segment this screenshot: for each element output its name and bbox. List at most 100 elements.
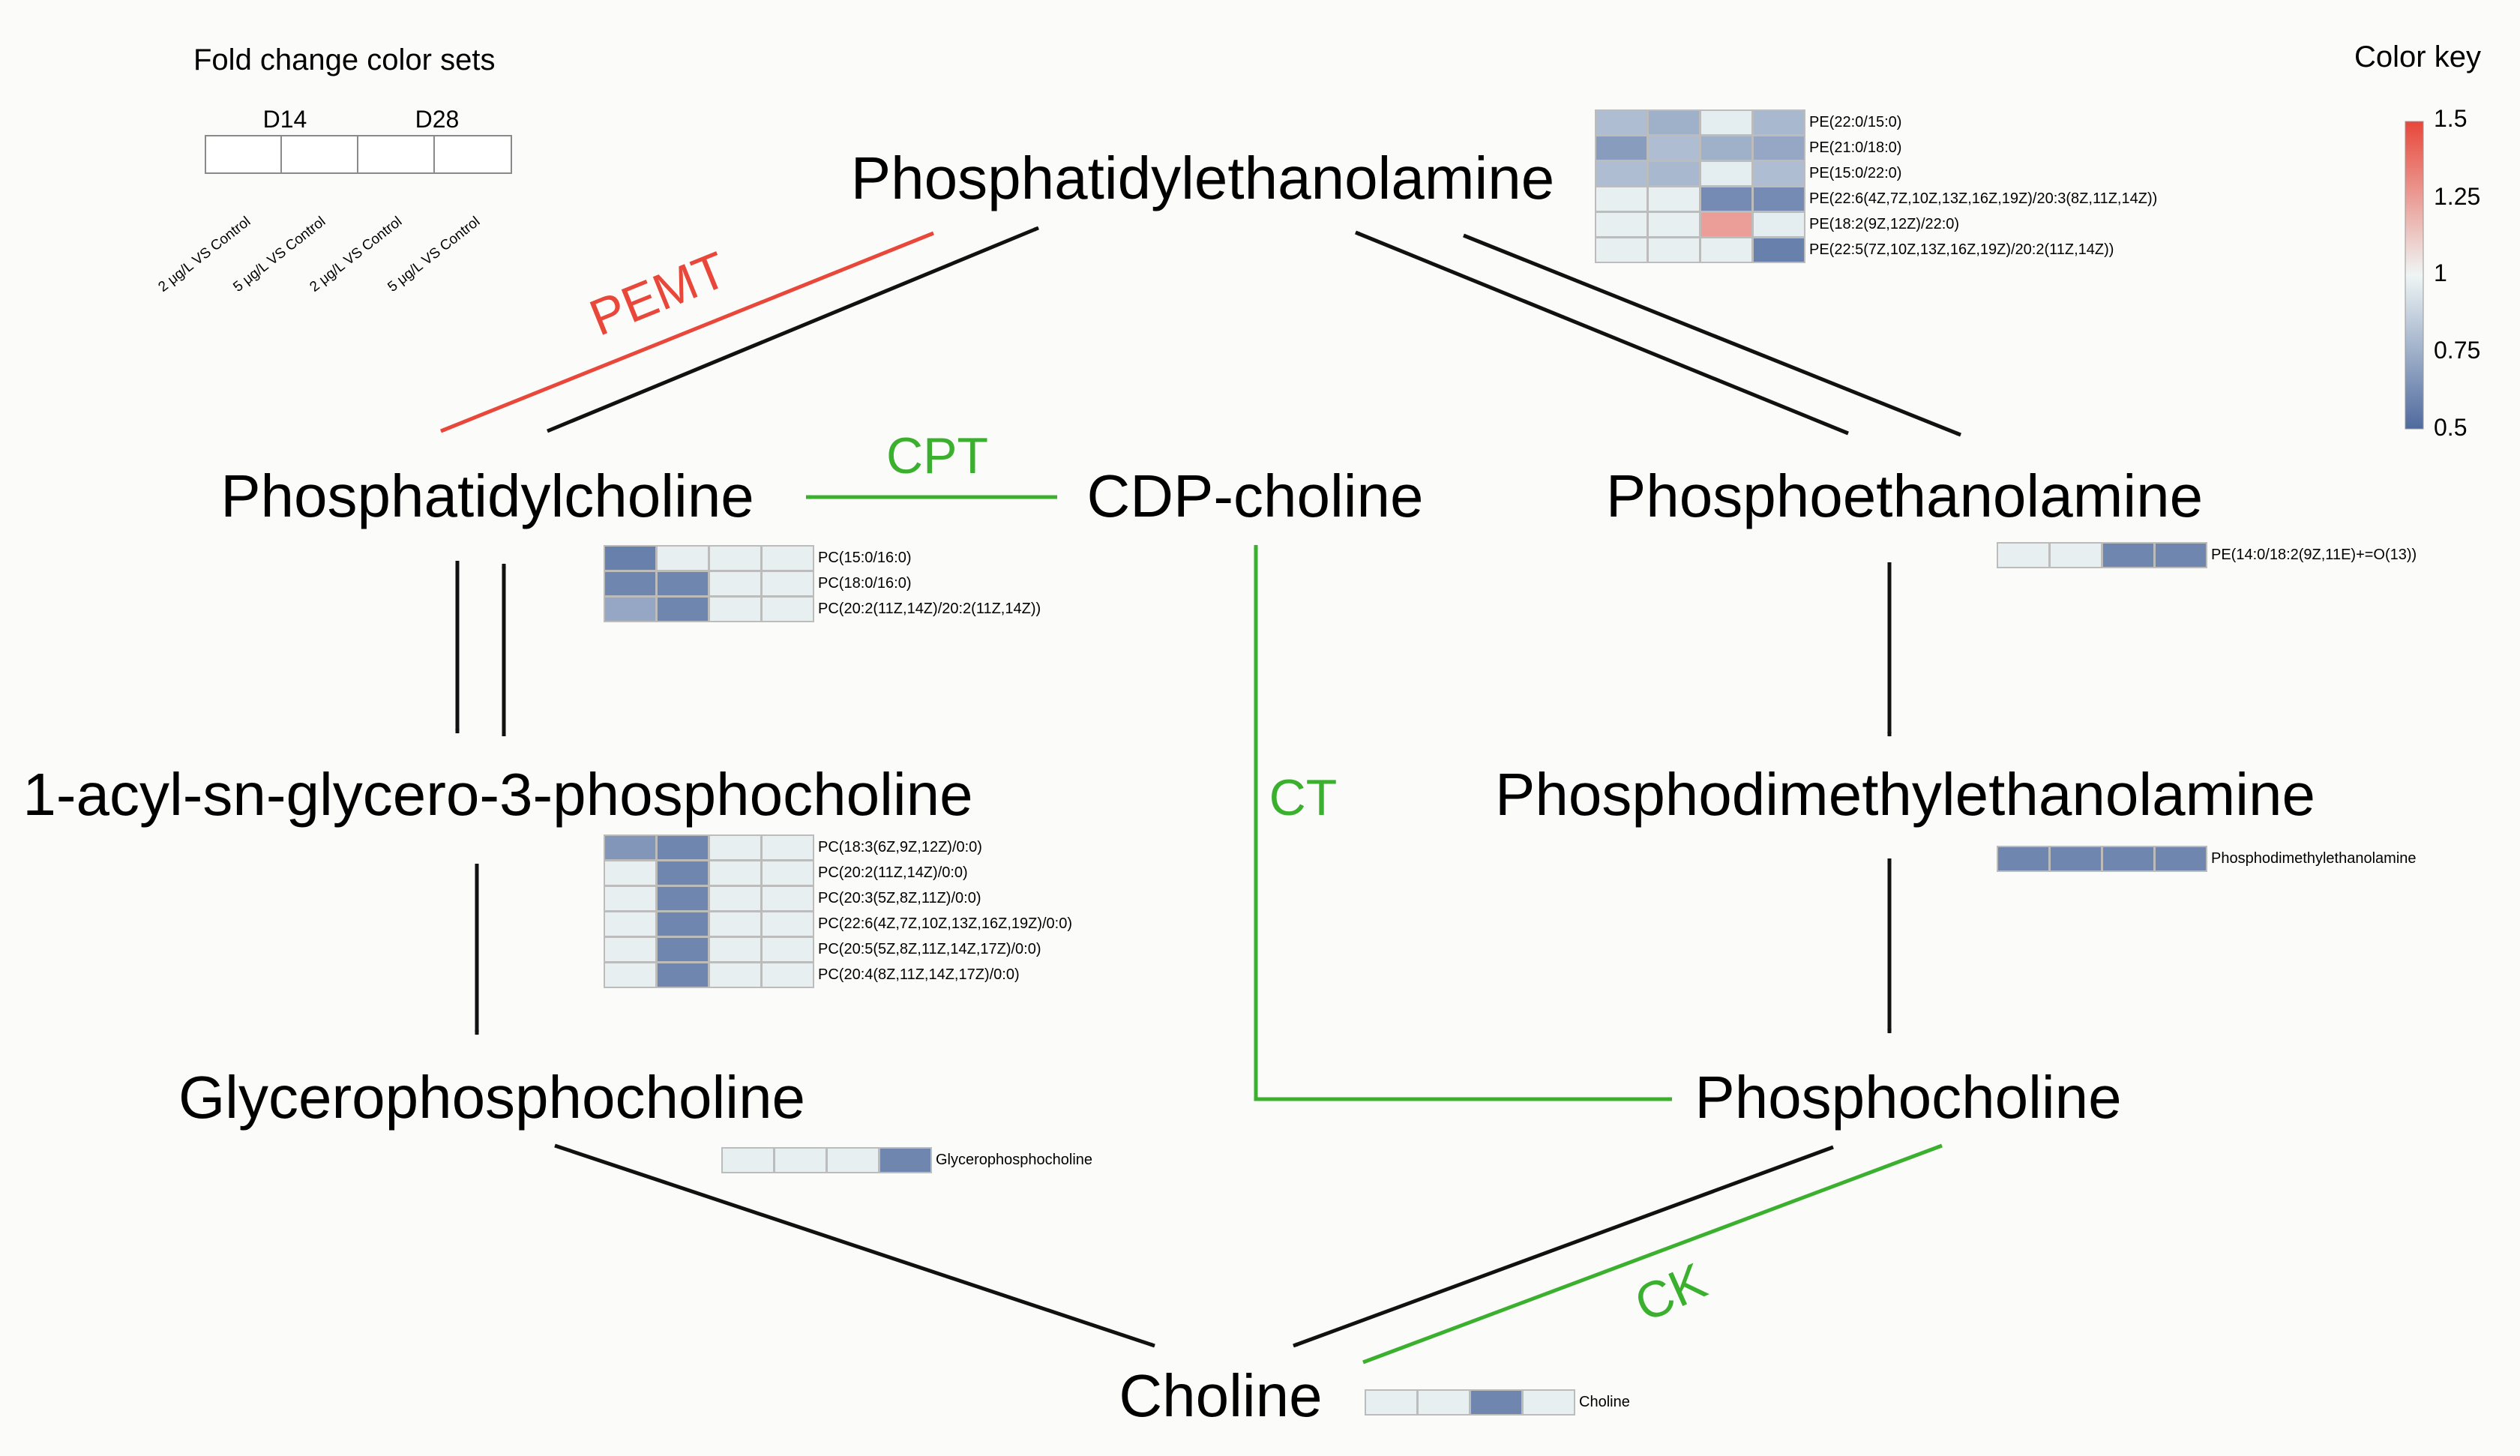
heatmap-cell (1752, 160, 1805, 187)
heatmap-cell (709, 596, 762, 622)
heatmap-cell (656, 885, 709, 912)
heatmap-cell (1700, 109, 1753, 136)
node-phosphatidylethanolamine: Phosphatidylethanolamine (850, 145, 1555, 211)
heatmap-row-label: PE(22:6(4Z,7Z,10Z,13Z,16Z,19Z)/20:3(8Z,1… (1809, 190, 2158, 207)
legend-group-d28: D28 (415, 106, 460, 133)
heatmap-cell (761, 571, 814, 597)
heatmap-cell (761, 596, 814, 622)
heatmap-cell (761, 885, 814, 912)
node-phosphatidylcholine: Phosphatidylcholine (220, 463, 754, 529)
heatmap-cell (1470, 1389, 1523, 1416)
enzyme-ct: CT (1269, 769, 1338, 826)
heatmap-row-label: PE(21:0/18:0) (1809, 139, 1902, 156)
heatmap-cell (1417, 1389, 1470, 1416)
heatmap-cell (604, 834, 657, 861)
heatmap-cell (1365, 1389, 1418, 1416)
enzyme-cpt: CPT (886, 427, 988, 484)
heatmap-cell (709, 834, 762, 861)
heatmap-cell (604, 962, 657, 988)
heatmap-cell (604, 885, 657, 912)
heatmap-cell (656, 545, 709, 571)
arrow-phosphoethanolamine-to-pe (1355, 230, 1849, 436)
heatmap-cell (1595, 211, 1648, 238)
arrow-gpc-to-choline (554, 1143, 1155, 1348)
heatmap-cell (761, 860, 814, 886)
color-key-frame (2405, 121, 2424, 430)
node-1-acyl-sn-glycero-3-phosphocholine: 1-acyl-sn-glycero-3-phosphocholine (22, 761, 973, 828)
color-key-gradient (2405, 121, 2423, 429)
heatmap-cell (709, 911, 762, 937)
color-key-tick-0-5: 0.5 (2434, 414, 2468, 441)
color-key-tick-0-75: 0.75 (2434, 337, 2481, 364)
legend-cell-1 (205, 135, 282, 174)
heatmap-cell (1522, 1389, 1575, 1416)
legend-title: Fold change color sets (193, 43, 496, 76)
heatmap-row-label: PC(20:4(8Z,11Z,14Z,17Z)/0:0) (818, 966, 1020, 983)
heatmap-row-label: PE(15:0/22:0) (1809, 165, 1902, 181)
heatmap-cell (761, 936, 814, 963)
arrow-pe-to-phosphoethanolamine (1463, 233, 1961, 437)
heatmap-cell (2102, 542, 2155, 568)
heatmap-cell (709, 936, 762, 963)
heatmap-cell (1700, 186, 1753, 212)
heatmap-cell (709, 860, 762, 886)
heatmap-cell (879, 1147, 932, 1173)
arrow-ct-phosphocholine-to-cdp (1254, 544, 1672, 1101)
node-cdp-choline: CDP-choline (1086, 463, 1424, 529)
arrow-phosphocholine-to-choline (1293, 1145, 1834, 1348)
heatmap-row-label: PE(14:0/18:2(9Z,11E)+=O(13)) (2211, 547, 2417, 563)
heatmap-cell (1595, 109, 1648, 136)
heatmap-row-label: PC(20:3(5Z,8Z,11Z)/0:0) (818, 890, 981, 906)
heatmap-row-label: PC(20:2(11Z,14Z)/20:2(11Z,14Z)) (818, 601, 1041, 617)
heatmap-cell (1700, 160, 1753, 187)
heatmap-cell (604, 571, 657, 597)
heatmap-cell (1595, 135, 1648, 161)
heatmap-row-label: Phosphodimethylethanolamine (2211, 850, 2417, 867)
heatmap-cell (1647, 237, 1700, 263)
heatmap-cell (761, 911, 814, 937)
arrow-pc-to-pe (547, 226, 1039, 433)
heatmap-cell (1647, 109, 1700, 136)
heatmap-row-label: PE(22:0/15:0) (1809, 114, 1902, 130)
heatmap-cell (656, 911, 709, 937)
heatmap-cell (1647, 135, 1700, 161)
heatmap-row-label: PC(20:2(11Z,14Z)/0:0) (818, 864, 968, 881)
heatmap-cell (1752, 135, 1805, 161)
heatmap-cell (709, 962, 762, 988)
arrow-pemt-pe-to-pc (440, 231, 934, 433)
heatmap-cell (2102, 846, 2155, 872)
color-key-title: Color key (2354, 40, 2481, 73)
heatmap-cell (761, 962, 814, 988)
color-key-tick-1-5: 1.5 (2434, 105, 2468, 132)
heatmap-row-label: PE(18:2(9Z,12Z)/22:0) (1809, 216, 1960, 232)
heatmap-cell (1997, 846, 2050, 872)
node-choline: Choline (1119, 1362, 1323, 1429)
heatmap-cell (1647, 160, 1700, 187)
heatmap-cell (721, 1147, 775, 1173)
heatmap-row-label: PC(20:5(5Z,8Z,11Z,14Z,17Z)/0:0) (818, 941, 1041, 957)
heatmap-cell (656, 860, 709, 886)
heatmap-cell (656, 962, 709, 988)
heatmap-row-label: PC(18:0/16:0) (818, 575, 912, 592)
heatmap-cell (604, 545, 657, 571)
heatmap-cell (1595, 186, 1648, 212)
heatmap-cell (709, 571, 762, 597)
heatmap-cell (1700, 237, 1753, 263)
heatmap-cell (2154, 542, 2207, 568)
legend-cell-4 (433, 135, 512, 174)
heatmap-cell (826, 1147, 879, 1173)
arrow-ck-choline-to-phosphocholine (1362, 1143, 1943, 1365)
heatmap-cell (709, 885, 762, 912)
heatmap-cell (604, 911, 657, 937)
heatmap-cell (604, 936, 657, 963)
node-phosphodimethylethanolamine: Phosphodimethylethanolamine (1494, 761, 2316, 828)
heatmap-cell (709, 545, 762, 571)
heatmap-cell (656, 834, 709, 861)
node-phosphoethanolamine: Phosphoethanolamine (1605, 463, 2204, 529)
heatmap-row-label: PE(22:5(7Z,10Z,13Z,16Z,19Z)/20:2(11Z,14Z… (1809, 241, 2114, 258)
heatmap-cell (656, 936, 709, 963)
node-glycerophosphocholine: Glycerophosphocholine (178, 1064, 806, 1131)
node-phosphocholine: Phosphocholine (1694, 1064, 2122, 1131)
heatmap-cell (1647, 186, 1700, 212)
